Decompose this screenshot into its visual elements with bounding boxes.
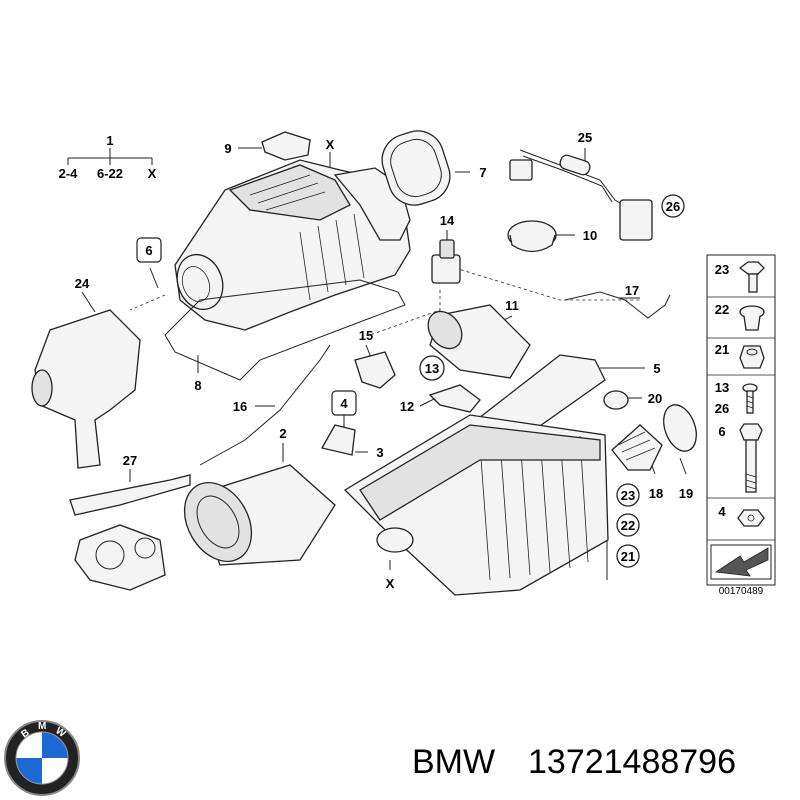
strap-27 xyxy=(69,474,191,516)
filter-insert-11 xyxy=(427,304,531,379)
callout-5: 5 xyxy=(653,361,660,376)
callout-10: 10 xyxy=(583,228,597,243)
clip-3 xyxy=(321,424,356,456)
callout-13-circle xyxy=(419,355,445,381)
callout-27: 27 xyxy=(123,453,137,468)
filter-element-2 xyxy=(183,464,336,566)
callout-1-sub-b: 6-22 xyxy=(97,166,123,181)
diagram-number: 00170489 xyxy=(719,586,764,597)
upper-housing xyxy=(174,159,411,331)
sidebar-item-26-label: 26 xyxy=(715,401,729,416)
ring-20 xyxy=(603,390,629,410)
callout-6-box xyxy=(136,237,162,263)
sidebar-item-13-label: 13 xyxy=(715,380,729,395)
legend-21: 21 xyxy=(621,549,635,564)
brand-name: BMW xyxy=(412,743,495,781)
valve-part xyxy=(431,239,461,284)
svg-text:M: M xyxy=(38,721,46,732)
callout-16: 16 xyxy=(233,399,247,414)
throttle-part xyxy=(74,524,166,591)
orientation-arrow-icon xyxy=(710,544,772,580)
callout-2: 2 xyxy=(279,426,286,441)
long-bolt-icon xyxy=(739,423,763,493)
callout-26: 26 xyxy=(666,199,680,214)
legend-22-circle xyxy=(616,513,640,537)
callout-3: 3 xyxy=(376,445,383,460)
callouts: 1 2-4 6-22 X 9 X 7 25 26 10 14 6 24 11 1… xyxy=(59,130,694,591)
clip-15 xyxy=(354,351,396,389)
callout-26-circle xyxy=(661,194,685,218)
callout-25: 25 xyxy=(578,130,592,145)
sidebar-item-6-label: 6 xyxy=(718,424,725,439)
callout-9: 9 xyxy=(224,141,231,156)
cap-part xyxy=(507,220,557,253)
lower-housing xyxy=(343,414,609,596)
callout-19: 19 xyxy=(679,486,693,501)
legend-22: 22 xyxy=(621,518,635,533)
badge-part xyxy=(261,131,311,161)
intake-duct-24 xyxy=(31,309,141,469)
callout-x-bottom: X xyxy=(386,576,395,591)
housing-seal xyxy=(164,279,406,381)
sidebar-item-22-label: 22 xyxy=(715,302,729,317)
callout-13: 13 xyxy=(425,361,439,376)
callout-12: 12 xyxy=(400,399,414,414)
bmw-roundel-logo-icon: B M W xyxy=(4,720,80,796)
nut-icon xyxy=(739,345,765,369)
part-number: 13721488796 xyxy=(528,743,736,781)
callout-x-top: X xyxy=(326,137,335,152)
callout-20: 20 xyxy=(648,391,662,406)
callout-15: 15 xyxy=(359,328,373,343)
callout-1-sub-c: X xyxy=(148,166,157,181)
callout-6: 6 xyxy=(145,243,152,258)
hex-bolt-icon xyxy=(738,261,765,293)
bracket-12 xyxy=(428,384,481,413)
sidebar-item-23-label: 23 xyxy=(715,262,729,277)
bellows-18 xyxy=(611,424,663,471)
clip-screw-icon xyxy=(737,509,765,527)
fastener-sidebar: 23 22 21 13 26 6 xyxy=(706,254,776,597)
sensor-wire-16 xyxy=(199,344,331,466)
callout-17: 17 xyxy=(625,283,639,298)
hose-17 xyxy=(564,291,671,319)
callout-1-sub-a: 2-4 xyxy=(59,166,79,181)
callout-11: 11 xyxy=(505,298,519,313)
ring-19 xyxy=(663,404,697,452)
callout-24: 24 xyxy=(75,276,90,291)
legend-21-circle xyxy=(616,544,640,568)
callout-8: 8 xyxy=(194,378,201,393)
legend-23: 23 xyxy=(621,488,635,503)
callout-4-box xyxy=(331,390,357,416)
callout-14: 14 xyxy=(440,213,455,228)
sidebar-item-21-label: 21 xyxy=(715,342,729,357)
oval-seal xyxy=(381,130,451,206)
callout-7: 7 xyxy=(479,165,486,180)
grommet-icon xyxy=(739,305,765,331)
callout-1: 1 xyxy=(106,133,113,148)
callout-18: 18 xyxy=(649,486,663,501)
callout-4: 4 xyxy=(340,396,348,411)
sensor-harness xyxy=(509,149,653,241)
screw-icon xyxy=(742,383,758,414)
legend-23-circle xyxy=(616,483,640,507)
sidebar-item-4-label: 4 xyxy=(718,504,726,519)
